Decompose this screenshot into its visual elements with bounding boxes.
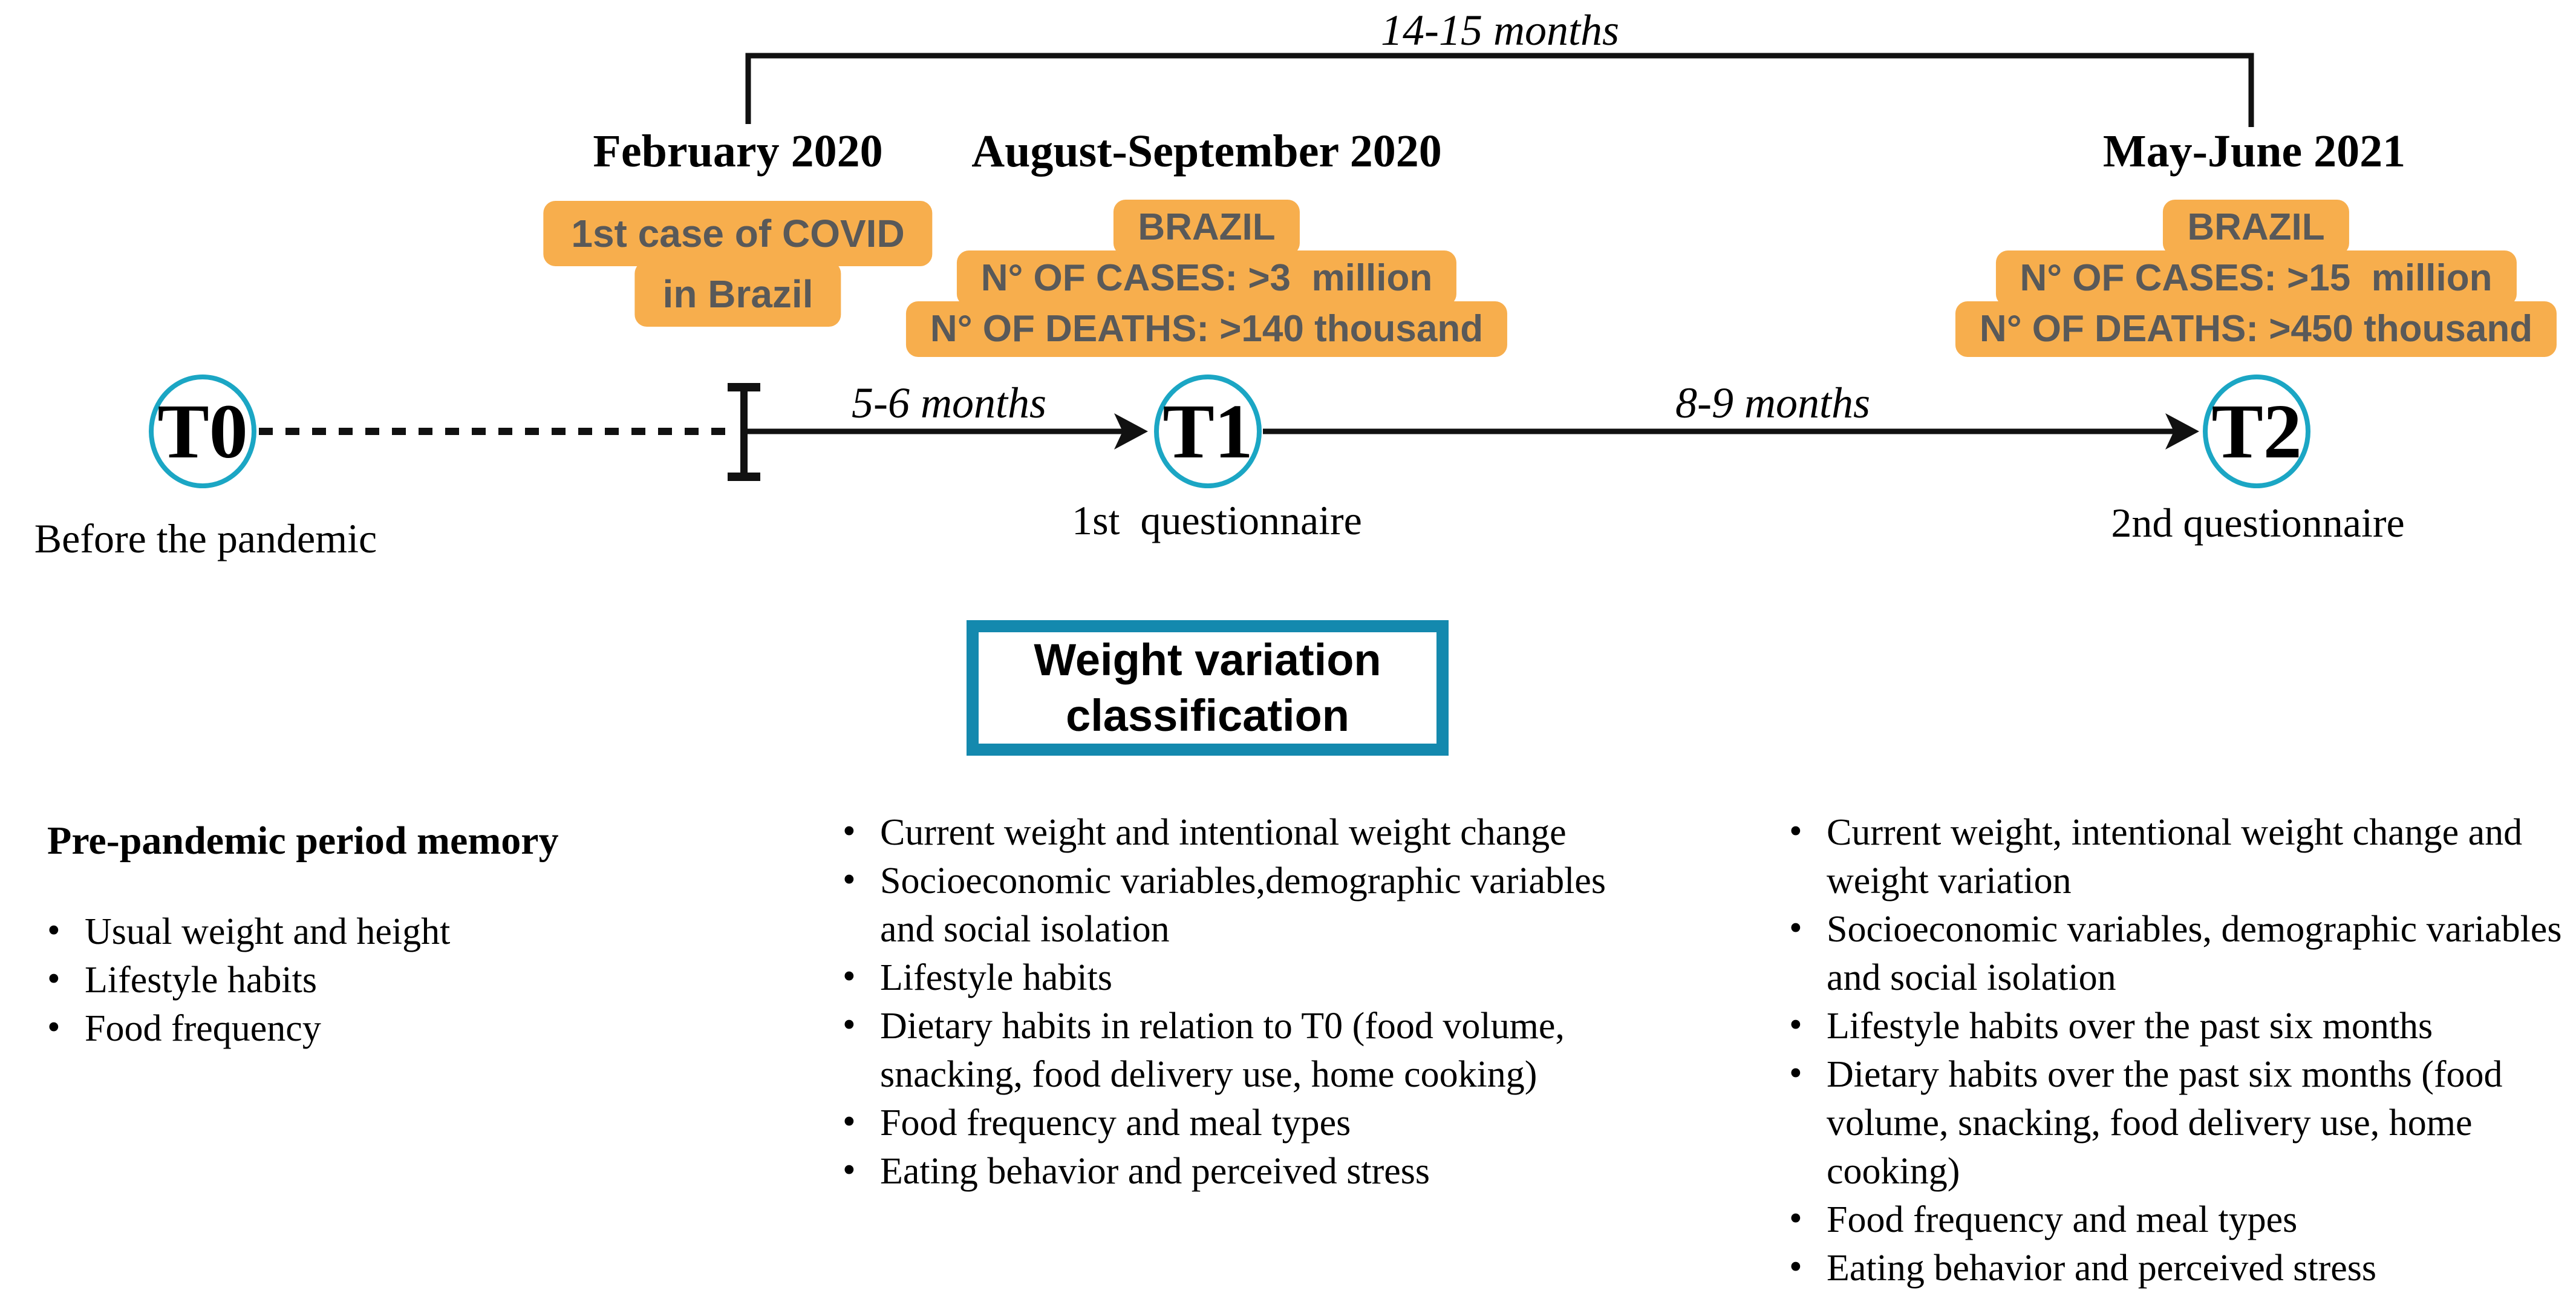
timeline-point-t1: T1 bbox=[1154, 375, 1262, 488]
list-t0-pre-pandemic: Pre-pandemic period memory Usual weight … bbox=[47, 818, 622, 1053]
list-item: Lifestyle habits bbox=[47, 955, 622, 1004]
highlight-line: 1st case of COVID bbox=[543, 201, 933, 266]
bracket-duration-label: 14-15 months bbox=[1381, 6, 1619, 54]
list-item: Eating behavior and perceived stress bbox=[843, 1146, 1617, 1196]
list-t1-items: Current weight and intentional weight ch… bbox=[843, 807, 1617, 1196]
bracket-line bbox=[745, 53, 2254, 127]
highlight-first-case: 1st case of COVID in Brazil bbox=[543, 201, 933, 327]
list-item: Current weight, intentional weight chang… bbox=[1789, 807, 2575, 905]
list-item: Socioeconomic variables,demographic vari… bbox=[843, 856, 1617, 954]
weight-variation-classification-box: Weight variation classification bbox=[967, 620, 1449, 756]
date-may-june-2021: May-June 2021 bbox=[2102, 126, 2406, 177]
list-item: Current weight and intentional weight ch… bbox=[843, 807, 1617, 857]
list-t2-items: Current weight, intentional weight chang… bbox=[1789, 807, 2575, 1292]
caption-before-pandemic: Before the pandemic bbox=[34, 515, 377, 561]
list-item: Usual weight and height bbox=[47, 906, 622, 956]
segment-label-5-6-months: 5-6 months bbox=[852, 379, 1046, 427]
list-item: Socioeconomic variables, demographic var… bbox=[1789, 904, 2575, 1002]
highlight-line: BRAZIL bbox=[1114, 200, 1300, 255]
highlight-line: N° OF DEATHS: >450 thousand bbox=[1955, 301, 2557, 357]
arrow-t0-t1-head bbox=[1114, 413, 1148, 450]
timeline-point-t2: T2 bbox=[2203, 375, 2310, 488]
list-item: Food frequency and meal types bbox=[1789, 1194, 2575, 1244]
list-item: Food frequency and meal types bbox=[843, 1098, 1617, 1147]
caption-1st-questionnaire: 1st questionnaire bbox=[1072, 497, 1362, 543]
highlight-brazil-stats-2021: BRAZIL N° OF CASES: >15 million N° OF DE… bbox=[1955, 200, 2557, 357]
list-t0-items: Usual weight and height Lifestyle habits… bbox=[47, 906, 622, 1053]
highlight-brazil-stats-2020: BRAZIL N° OF CASES: >3 million N° OF DEA… bbox=[905, 200, 1508, 357]
caption-2nd-questionnaire: 2nd questionnaire bbox=[2111, 500, 2405, 546]
list-item: Eating behavior and perceived stress bbox=[1789, 1243, 2575, 1292]
date-february-2020: February 2020 bbox=[593, 126, 883, 177]
list-t1-questionnaire: Current weight and intentional weight ch… bbox=[843, 807, 1617, 1196]
segment-label-8-9-months: 8-9 months bbox=[1675, 379, 1870, 427]
highlight-line: N° OF CASES: >3 million bbox=[956, 250, 1457, 306]
classification-line: Weight variation bbox=[1034, 635, 1381, 685]
list-item: Lifestyle habits bbox=[843, 952, 1617, 1002]
list-item: Food frequency bbox=[47, 1003, 622, 1053]
list-t2-questionnaire: Current weight, intentional weight chang… bbox=[1789, 807, 2575, 1292]
timeline-point-label: T2 bbox=[2211, 388, 2302, 474]
classification-line: classification bbox=[1066, 690, 1349, 741]
list-t0-heading: Pre-pandemic period memory bbox=[47, 819, 559, 863]
timeline-point-t0: T0 bbox=[149, 375, 256, 488]
timeline-point-label: T0 bbox=[157, 388, 248, 474]
highlight-line: N° OF CASES: >15 million bbox=[1995, 250, 2517, 306]
list-item: Dietary habits in relation to T0 (food v… bbox=[843, 1001, 1617, 1099]
timeline-point-label: T1 bbox=[1162, 388, 1253, 474]
highlight-line: N° OF DEATHS: >140 thousand bbox=[905, 301, 1508, 357]
list-item: Dietary habits over the past six months … bbox=[1789, 1049, 2575, 1196]
arrow-t1-t2-head bbox=[2165, 413, 2199, 450]
highlight-line: BRAZIL bbox=[2163, 200, 2349, 255]
highlight-line: in Brazil bbox=[634, 261, 841, 327]
date-august-september-2020: August-September 2020 bbox=[971, 126, 1442, 177]
list-item: Lifestyle habits over the past six month… bbox=[1789, 1001, 2575, 1050]
